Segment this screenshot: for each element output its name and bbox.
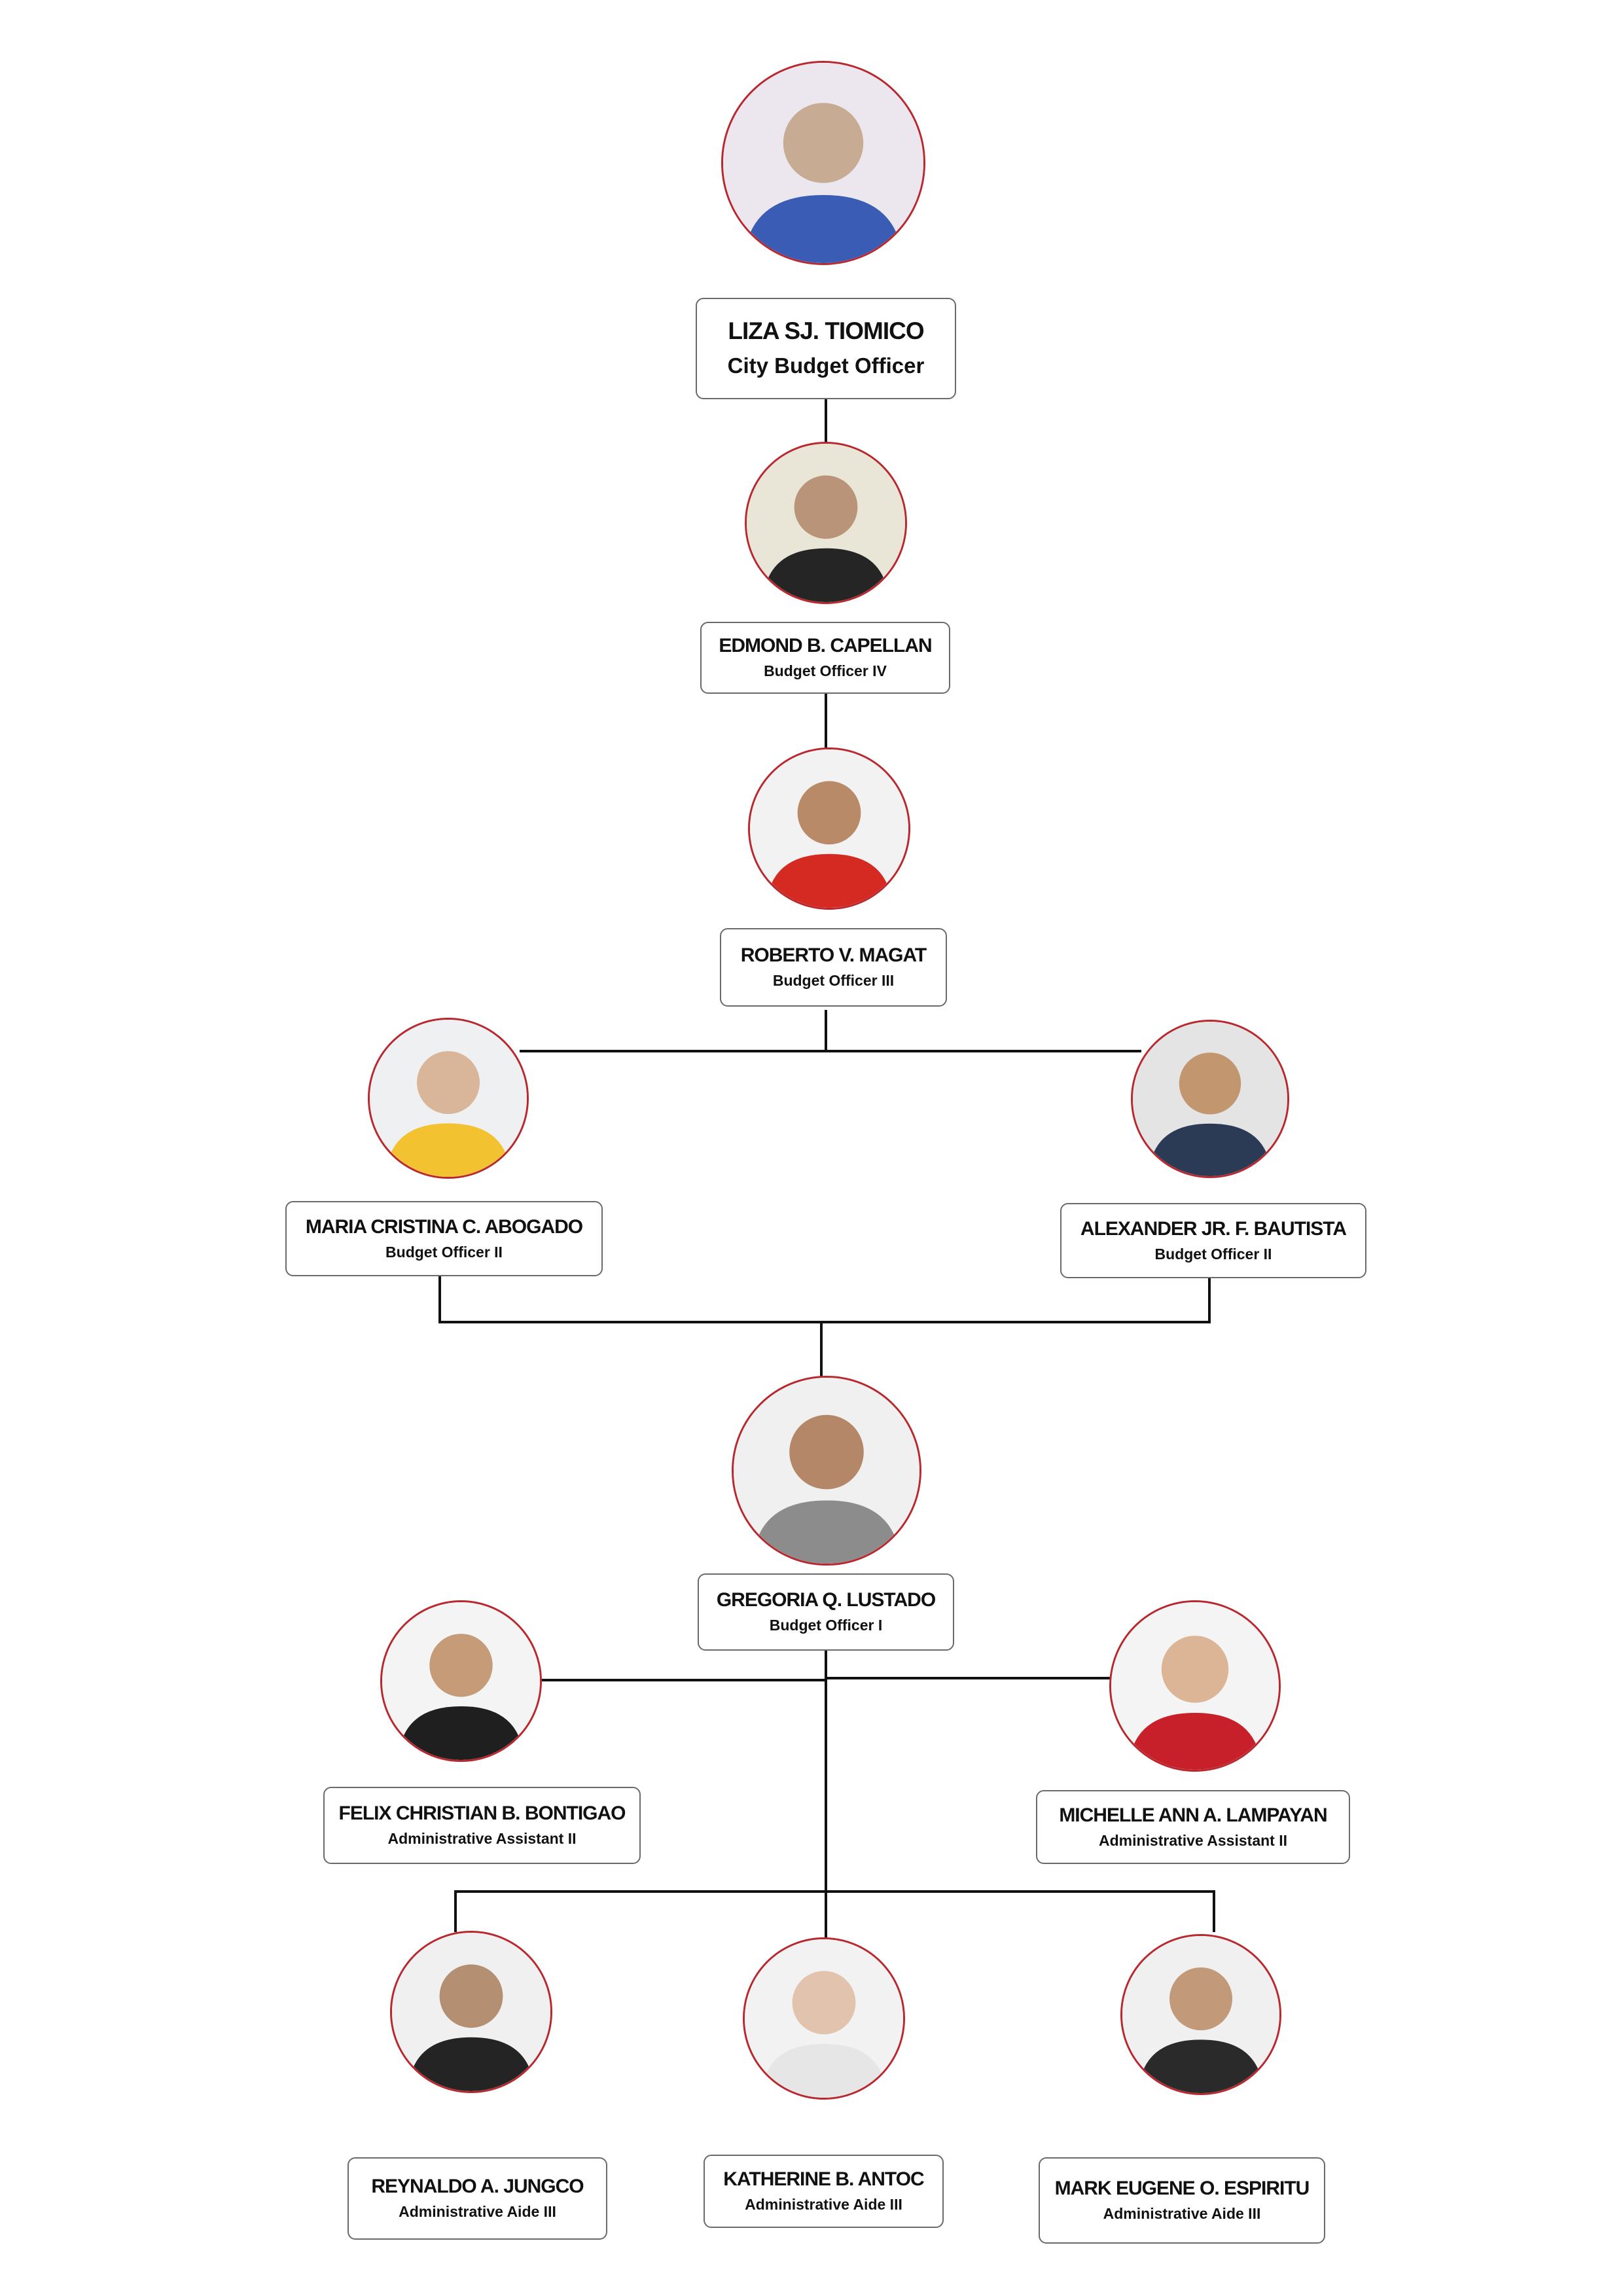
- box-bontigao: FELIX CHRISTIAN B. BONTIGAO Administrati…: [323, 1787, 641, 1864]
- box-lustado: GREGORIA Q. LUSTADO Budget Officer I: [698, 1573, 954, 1651]
- position-lustado: Budget Officer I: [769, 1617, 883, 1634]
- name-magat: ROBERTO V. MAGAT: [740, 944, 927, 967]
- avatar-icon: [392, 1933, 550, 2091]
- position-jungco: Administrative Aide III: [399, 2203, 556, 2221]
- position-antoc: Administrative Aide III: [745, 2196, 902, 2214]
- photo-espiritu: [1120, 1934, 1281, 2095]
- box-bautista: ALEXANDER JR. F. BAUTISTA Budget Officer…: [1060, 1203, 1366, 1278]
- name-bontigao: FELIX CHRISTIAN B. BONTIGAO: [338, 1803, 626, 1825]
- name-lustado: GREGORIA Q. LUSTADO: [716, 1589, 936, 1611]
- position-abogado: Budget Officer II: [385, 1243, 503, 1261]
- position-bautista: Budget Officer II: [1154, 1245, 1272, 1263]
- box-capellan: EDMOND B. CAPELLAN Budget Officer IV: [700, 622, 950, 694]
- name-antoc: KATHERINE B. ANTOC: [723, 2168, 924, 2191]
- name-jungco: REYNALDO A. JUNGCO: [371, 2176, 584, 2198]
- photo-bautista: [1131, 1020, 1289, 1178]
- position-capellan: Budget Officer IV: [764, 662, 887, 680]
- box-tiomico: LIZA SJ. TIOMICO City Budget Officer: [696, 298, 956, 399]
- avatar-icon: [747, 444, 905, 602]
- avatar-icon: [382, 1602, 540, 1760]
- name-lampayan: MICHELLE ANN A. LAMPAYAN: [1059, 1804, 1327, 1826]
- avatar-icon: [1133, 1022, 1287, 1176]
- position-tiomico: City Budget Officer: [727, 353, 925, 378]
- photo-bontigao: [380, 1600, 542, 1762]
- photo-antoc: [743, 1937, 905, 2100]
- name-abogado: MARIA CRISTINA C. ABOGADO: [305, 1215, 583, 1238]
- photo-capellan: [745, 442, 907, 604]
- position-espiritu: Administrative Aide III: [1103, 2205, 1261, 2223]
- photo-lustado: [732, 1376, 921, 1566]
- avatar-icon: [745, 1939, 903, 2098]
- box-lampayan: MICHELLE ANN A. LAMPAYAN Administrative …: [1036, 1790, 1350, 1864]
- photo-jungco: [390, 1931, 552, 2093]
- box-antoc: KATHERINE B. ANTOC Administrative Aide I…: [704, 2155, 944, 2228]
- box-abogado: MARIA CRISTINA C. ABOGADO Budget Officer…: [285, 1201, 603, 1276]
- avatar-icon: [1111, 1602, 1279, 1770]
- avatar-icon: [734, 1378, 919, 1564]
- box-jungco: REYNALDO A. JUNGCO Administrative Aide I…: [348, 2157, 607, 2240]
- name-capellan: EDMOND B. CAPELLAN: [719, 635, 932, 657]
- photo-abogado: [368, 1018, 529, 1179]
- photo-magat: [748, 747, 910, 910]
- avatar-icon: [1122, 1936, 1279, 2093]
- photo-lampayan: [1109, 1600, 1281, 1772]
- position-magat: Budget Officer III: [772, 972, 895, 990]
- box-espiritu: MARK EUGENE O. ESPIRITU Administrative A…: [1039, 2157, 1325, 2244]
- name-bautista: ALEXANDER JR. F. BAUTISTA: [1080, 1217, 1347, 1240]
- box-magat: ROBERTO V. MAGAT Budget Officer III: [720, 928, 947, 1007]
- photo-tiomico: [721, 61, 925, 265]
- avatar-icon: [750, 749, 908, 908]
- name-tiomico: LIZA SJ. TIOMICO: [728, 317, 924, 344]
- name-espiritu: MARK EUGENE O. ESPIRITU: [1054, 2178, 1310, 2200]
- position-lampayan: Administrative Assistant II: [1098, 1831, 1287, 1849]
- position-bontigao: Administrative Assistant II: [387, 1830, 577, 1848]
- avatar-icon: [370, 1020, 527, 1177]
- avatar-icon: [723, 63, 923, 263]
